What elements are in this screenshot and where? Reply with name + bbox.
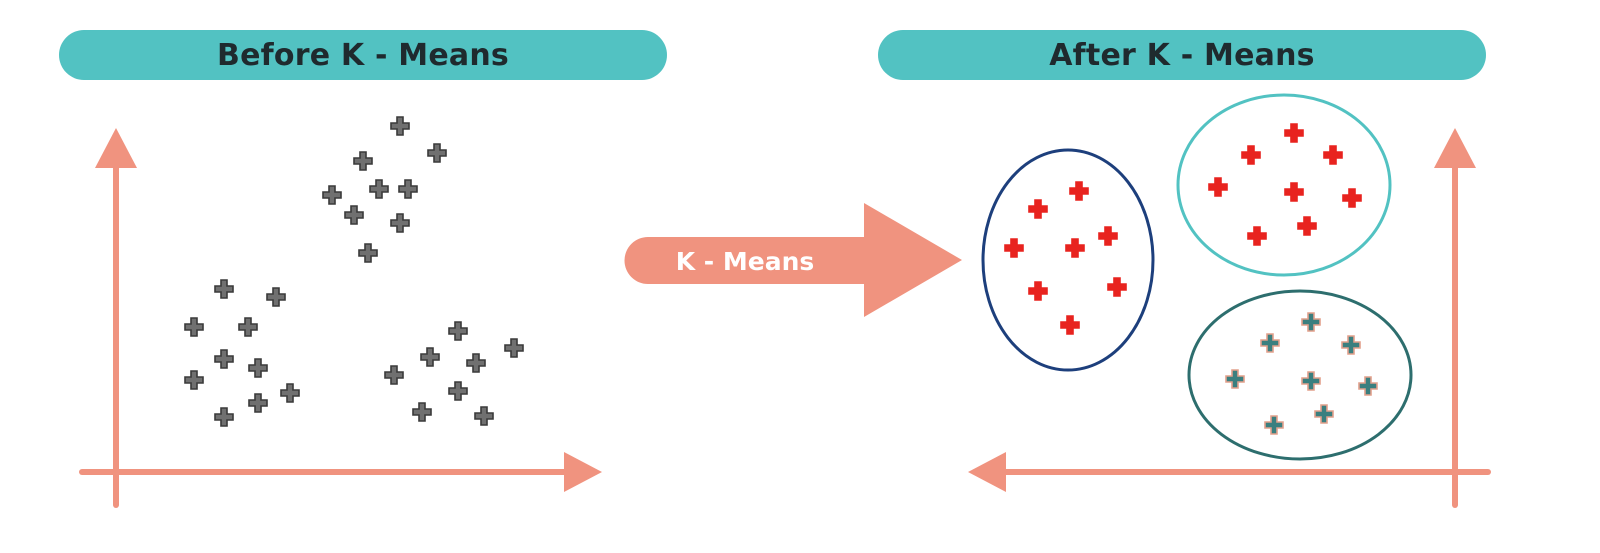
plus-icon	[474, 406, 494, 426]
plus-icon	[448, 321, 468, 341]
cluster-ellipses	[981, 93, 1413, 461]
after-title: After K - Means	[1049, 37, 1315, 73]
plus-icon	[427, 143, 447, 163]
plus-icon	[1342, 188, 1362, 208]
plus-icon	[1107, 277, 1127, 297]
plus-icon	[1069, 181, 1089, 201]
cluster-points-bottom-right	[1225, 312, 1378, 435]
cluster-points-left	[1004, 181, 1127, 335]
cluster-ellipse-top-right	[1176, 93, 1392, 277]
before-y-axis-arrow-icon	[95, 128, 137, 168]
plus-icon	[1225, 369, 1245, 389]
plus-icon	[214, 407, 234, 427]
plus-icon	[322, 185, 342, 205]
plus-icon	[398, 179, 418, 199]
arrow-right-icon	[624, 203, 962, 317]
plus-icon	[1208, 177, 1228, 197]
before-title-pill: Before K - Means	[59, 30, 667, 80]
plus-icon	[1060, 315, 1080, 335]
plus-icon	[1358, 376, 1378, 396]
after-axes	[968, 128, 1491, 508]
plus-icon	[1341, 335, 1361, 355]
plus-icon	[184, 370, 204, 390]
before-points	[184, 116, 524, 427]
plus-icon	[1284, 123, 1304, 143]
plus-icon	[214, 349, 234, 369]
plus-icon	[420, 347, 440, 367]
plus-icon	[390, 116, 410, 136]
plus-icon	[248, 358, 268, 378]
plus-icon	[248, 393, 268, 413]
plus-icon	[1284, 182, 1304, 202]
plus-icon	[1323, 145, 1343, 165]
process-arrow-label: K - Means	[676, 247, 815, 276]
plus-icon	[369, 179, 389, 199]
cluster-points-top-right	[1208, 123, 1362, 246]
plus-icon	[504, 338, 524, 358]
plus-icon	[238, 317, 258, 337]
plus-icon	[358, 243, 378, 263]
plus-icon	[1314, 404, 1334, 424]
plus-icon	[280, 383, 300, 403]
before-title: Before K - Means	[217, 37, 509, 73]
plus-icon	[466, 353, 486, 373]
plus-icon	[214, 279, 234, 299]
plus-icon	[1098, 226, 1118, 246]
plus-icon	[1247, 226, 1267, 246]
plus-icon	[1297, 216, 1317, 236]
plus-icon	[1301, 371, 1321, 391]
plus-icon	[390, 213, 410, 233]
plus-icon	[1004, 238, 1024, 258]
plus-icon	[1301, 312, 1321, 332]
plus-icon	[1028, 199, 1048, 219]
plus-icon	[412, 402, 432, 422]
plus-icon	[448, 381, 468, 401]
kmeans-process-arrow: K - Means	[624, 203, 962, 317]
plus-icon	[266, 287, 286, 307]
before-x-axis-arrow-icon	[564, 452, 602, 492]
before-axes	[79, 128, 602, 508]
after-x-axis-arrow-icon	[968, 452, 1006, 492]
after-y-axis-arrow-icon	[1434, 128, 1476, 168]
plus-icon	[344, 205, 364, 225]
plus-icon	[1028, 281, 1048, 301]
plus-icon	[1065, 238, 1085, 258]
plus-icon	[1260, 333, 1280, 353]
plus-icon	[384, 365, 404, 385]
cluster-ellipse-left	[981, 148, 1155, 372]
plus-icon	[184, 317, 204, 337]
plus-icon	[1241, 145, 1261, 165]
plus-icon	[1264, 415, 1284, 435]
after-title-pill: After K - Means	[878, 30, 1486, 80]
plus-icon	[353, 151, 373, 171]
cluster-ellipse-bottom-right	[1187, 289, 1413, 461]
